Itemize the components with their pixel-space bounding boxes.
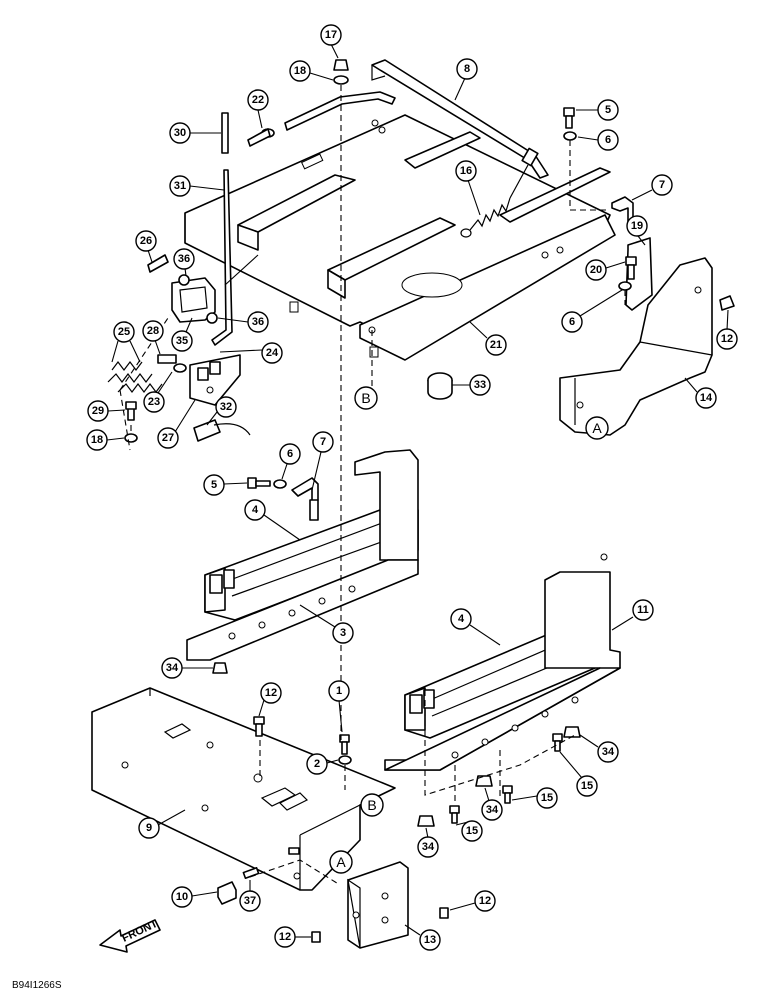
- ref-B-lower: B: [367, 797, 376, 813]
- callout-34-mid: 34: [486, 804, 499, 816]
- callout-9: 9: [146, 822, 152, 834]
- plate-rails: [237, 131, 611, 299]
- callout-15-b: 15: [541, 792, 553, 804]
- callout-23: 23: [148, 396, 160, 408]
- callout-18-left: 18: [91, 434, 103, 446]
- callout-7-mid: 7: [320, 436, 326, 448]
- callout-16: 16: [460, 165, 472, 177]
- callout-5-top: 5: [605, 104, 611, 116]
- callout-6-top: 6: [605, 134, 611, 146]
- fasteners-frame: [217, 716, 449, 943]
- adjust-lever-bar: [371, 59, 549, 179]
- front-arrow: FRONT: [99, 918, 161, 953]
- control-rod: [211, 112, 233, 346]
- callout-26: 26: [140, 235, 152, 247]
- callout-15-a: 15: [581, 780, 593, 792]
- fasteners-lower-right: [417, 726, 581, 827]
- callout-20: 20: [590, 264, 602, 276]
- collar: [427, 372, 453, 400]
- callout-34-left: 34: [166, 662, 179, 674]
- reference-markers: B A B A: [329, 386, 609, 874]
- nut-washer-top: [333, 59, 349, 85]
- seat-switch: [193, 419, 251, 442]
- callout-6-right: 6: [569, 316, 575, 328]
- callout-24: 24: [266, 347, 279, 359]
- callout-32: 32: [220, 401, 232, 413]
- callout-33: 33: [474, 379, 486, 391]
- callout-14: 14: [700, 392, 713, 404]
- ref-A-lower: A: [336, 854, 346, 870]
- callout-4-left: 4: [252, 504, 259, 516]
- callout-11: 11: [637, 604, 649, 616]
- seat-base-plate: [184, 114, 616, 361]
- callout-30: 30: [174, 127, 186, 139]
- callout-36-b: 36: [252, 316, 264, 328]
- front-label: FRONT: [120, 918, 160, 945]
- callout-12-lower: 12: [479, 895, 491, 907]
- handle-rod: [247, 91, 396, 147]
- mount-bracket: [347, 861, 409, 949]
- callout-28: 28: [147, 325, 159, 337]
- callout-4-right: 4: [458, 613, 465, 625]
- callout-35: 35: [176, 335, 188, 347]
- callout-12-bottom: 12: [279, 931, 291, 943]
- callout-13: 13: [424, 934, 436, 946]
- callouts: 1 2 3 4 4 5 5 6 6 6 7 7 8 9 10 11: [86, 24, 738, 951]
- slide-base-right: [384, 553, 621, 771]
- callout-18-top: 18: [294, 65, 306, 77]
- callout-6-mid: 6: [287, 448, 293, 460]
- callout-21: 21: [490, 339, 502, 351]
- fasteners-mid-left: [212, 477, 319, 674]
- callout-34-bottom: 34: [422, 841, 435, 853]
- release-handle: [147, 254, 218, 324]
- callout-12-right: 12: [721, 333, 733, 345]
- callout-8: 8: [464, 63, 470, 75]
- callout-34-right: 34: [602, 746, 615, 758]
- callout-27: 27: [162, 432, 174, 444]
- callout-12-frame: 12: [265, 687, 277, 699]
- callout-2: 2: [314, 758, 320, 770]
- callout-25: 25: [118, 326, 130, 338]
- callout-10: 10: [176, 891, 188, 903]
- ref-A-upper: A: [592, 420, 602, 436]
- slide-base-left: [186, 559, 419, 661]
- latch-assembly: [107, 354, 241, 443]
- callout-22: 22: [252, 94, 264, 106]
- callout-29: 29: [92, 405, 104, 417]
- callout-1: 1: [336, 685, 342, 697]
- callout-36-a: 36: [178, 253, 190, 265]
- figure-code: B94I1266S: [12, 980, 62, 991]
- bracket-side: [625, 237, 653, 311]
- callout-31: 31: [174, 180, 186, 192]
- side-cover: [559, 257, 713, 436]
- callout-15-c: 15: [466, 825, 478, 837]
- callout-37: 37: [244, 895, 256, 907]
- callout-5-mid: 5: [211, 479, 217, 491]
- callout-17: 17: [325, 29, 337, 41]
- seat-slide-left: [204, 449, 419, 621]
- callout-3: 3: [340, 627, 346, 639]
- callout-19: 19: [631, 220, 643, 232]
- ref-B-upper: B: [361, 390, 370, 406]
- spring: [460, 164, 529, 238]
- fasteners-top-right: [563, 107, 735, 311]
- callout-7-top: 7: [659, 179, 665, 191]
